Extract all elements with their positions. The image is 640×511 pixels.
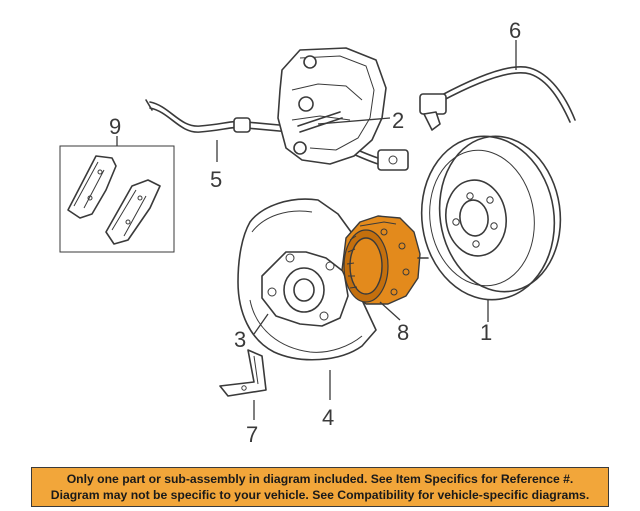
callout-8: 8 [397,320,409,345]
disclaimer-line-1: Only one part or sub-assembly in diagram… [66,472,574,486]
disclaimer-banner: Only one part or sub-assembly in diagram… [31,467,609,507]
abs-sensor-part [419,40,576,131]
knuckle-part [253,251,349,335]
brake-rotor-part [420,135,562,322]
callout-7: 7 [246,422,258,447]
hub-bearing-part [341,215,429,321]
callout-6: 6 [509,18,521,43]
callout-4: 4 [322,405,334,430]
callout-1: 1 [480,320,492,345]
callout-9: 9 [109,114,121,139]
bracket-part [219,349,267,420]
brake-caliper-part [277,47,391,165]
callout-3: 3 [234,327,246,352]
callout-5: 5 [210,167,222,192]
disclaimer-line-2: Diagram may not be specific to your vehi… [50,488,590,502]
brake-pads-part [59,136,175,253]
callout-2: 2 [392,108,404,133]
